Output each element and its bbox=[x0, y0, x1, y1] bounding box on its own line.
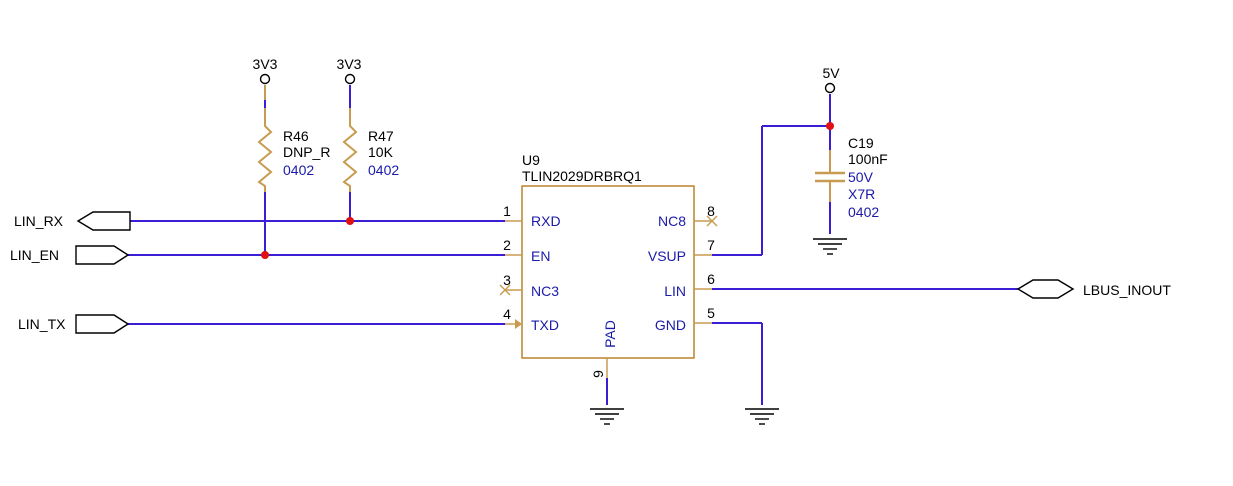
pin-number-2: 2 bbox=[503, 237, 511, 253]
ground-pad-icon bbox=[590, 408, 624, 425]
power-label-r46: 3V3 bbox=[253, 56, 278, 72]
pin-number-9: 9 bbox=[590, 370, 606, 378]
power-r47: 3V3 bbox=[337, 56, 362, 85]
pin-name-vsup: VSUP bbox=[648, 248, 686, 264]
pin-number-1: 1 bbox=[503, 203, 511, 219]
capacitor-c19: C19 100nF 50V X7R 0402 bbox=[815, 135, 888, 220]
junctions bbox=[261, 122, 834, 259]
r46-package: 0402 bbox=[283, 162, 314, 178]
junction-5v-vsup bbox=[826, 122, 834, 130]
r46-value: DNP_R bbox=[283, 144, 330, 160]
pin-name-nc3: NC3 bbox=[531, 283, 559, 299]
r47-value: 10K bbox=[368, 144, 394, 160]
input-port-icon bbox=[75, 314, 130, 334]
ic-body bbox=[521, 185, 695, 359]
junction-r46-en bbox=[261, 251, 269, 259]
power-circle-icon bbox=[259, 73, 271, 85]
pin-number-7: 7 bbox=[707, 237, 715, 253]
c19-package: 0402 bbox=[848, 204, 879, 220]
pin-number-5: 5 bbox=[707, 305, 715, 321]
input-port-icon bbox=[75, 245, 130, 265]
r47-package: 0402 bbox=[368, 162, 399, 178]
port-label-lin-tx: LIN_TX bbox=[18, 316, 66, 332]
pin-name-en: EN bbox=[531, 248, 550, 264]
input-arrow-icon bbox=[515, 319, 522, 329]
ic-u9: U9 TLIN2029DRBRQ1 1 2 3 4 8 7 6 5 9 bbox=[499, 152, 718, 378]
junction-r47-rx bbox=[346, 217, 354, 225]
pin-name-nc8: NC8 bbox=[658, 213, 686, 229]
c19-voltage: 50V bbox=[848, 169, 874, 185]
pin-name-lin: LIN bbox=[664, 283, 686, 299]
ic-part: TLIN2029DRBRQ1 bbox=[522, 168, 642, 184]
power-r46: 3V3 bbox=[253, 56, 278, 100]
pin-name-txd: TXD bbox=[531, 317, 559, 333]
pin-number-3: 3 bbox=[503, 272, 511, 288]
power-label-r47: 3V3 bbox=[337, 56, 362, 72]
resistor-r46: R46 DNP_R 0402 bbox=[257, 108, 330, 192]
c19-dielectric: X7R bbox=[848, 186, 875, 202]
port-lin-en: LIN_EN bbox=[10, 245, 130, 265]
pin-name-gnd: GND bbox=[655, 317, 686, 333]
pin-number-8: 8 bbox=[707, 203, 715, 219]
r46-ref: R46 bbox=[283, 128, 309, 144]
r47-ref: R47 bbox=[368, 128, 394, 144]
port-label-lin-rx: LIN_RX bbox=[14, 213, 64, 229]
port-lin-rx: LIN_RX bbox=[14, 211, 131, 231]
port-label-lbus-inout: LBUS_INOUT bbox=[1083, 282, 1171, 298]
c19-ref: C19 bbox=[848, 135, 874, 151]
power-c19: 5V bbox=[822, 65, 840, 94]
pin-name-pad: PAD bbox=[602, 320, 618, 348]
pin-name-rxd: RXD bbox=[531, 213, 561, 229]
ic-ref: U9 bbox=[522, 152, 540, 168]
resistor-r47: R47 10K 0402 bbox=[342, 108, 399, 192]
ground-gnd-icon bbox=[745, 408, 779, 425]
no-connect-icon bbox=[706, 215, 718, 227]
port-lbus-inout: LBUS_INOUT bbox=[1016, 279, 1171, 299]
output-port-icon bbox=[76, 211, 131, 231]
resistor-zigzag-icon bbox=[342, 108, 358, 192]
ground-c19-icon bbox=[813, 238, 847, 255]
c19-value: 100nF bbox=[848, 151, 888, 167]
port-label-lin-en: LIN_EN bbox=[10, 247, 59, 263]
no-connect-icon bbox=[499, 284, 511, 296]
power-circle-icon bbox=[824, 82, 836, 94]
pin-number-6: 6 bbox=[707, 271, 715, 287]
resistor-zigzag-icon bbox=[257, 108, 273, 192]
power-label-c19: 5V bbox=[822, 65, 840, 81]
power-circle-icon bbox=[344, 73, 356, 85]
pin-number-4: 4 bbox=[503, 306, 511, 322]
bidirectional-port-icon bbox=[1016, 279, 1075, 299]
port-lin-tx: LIN_TX bbox=[18, 314, 130, 334]
